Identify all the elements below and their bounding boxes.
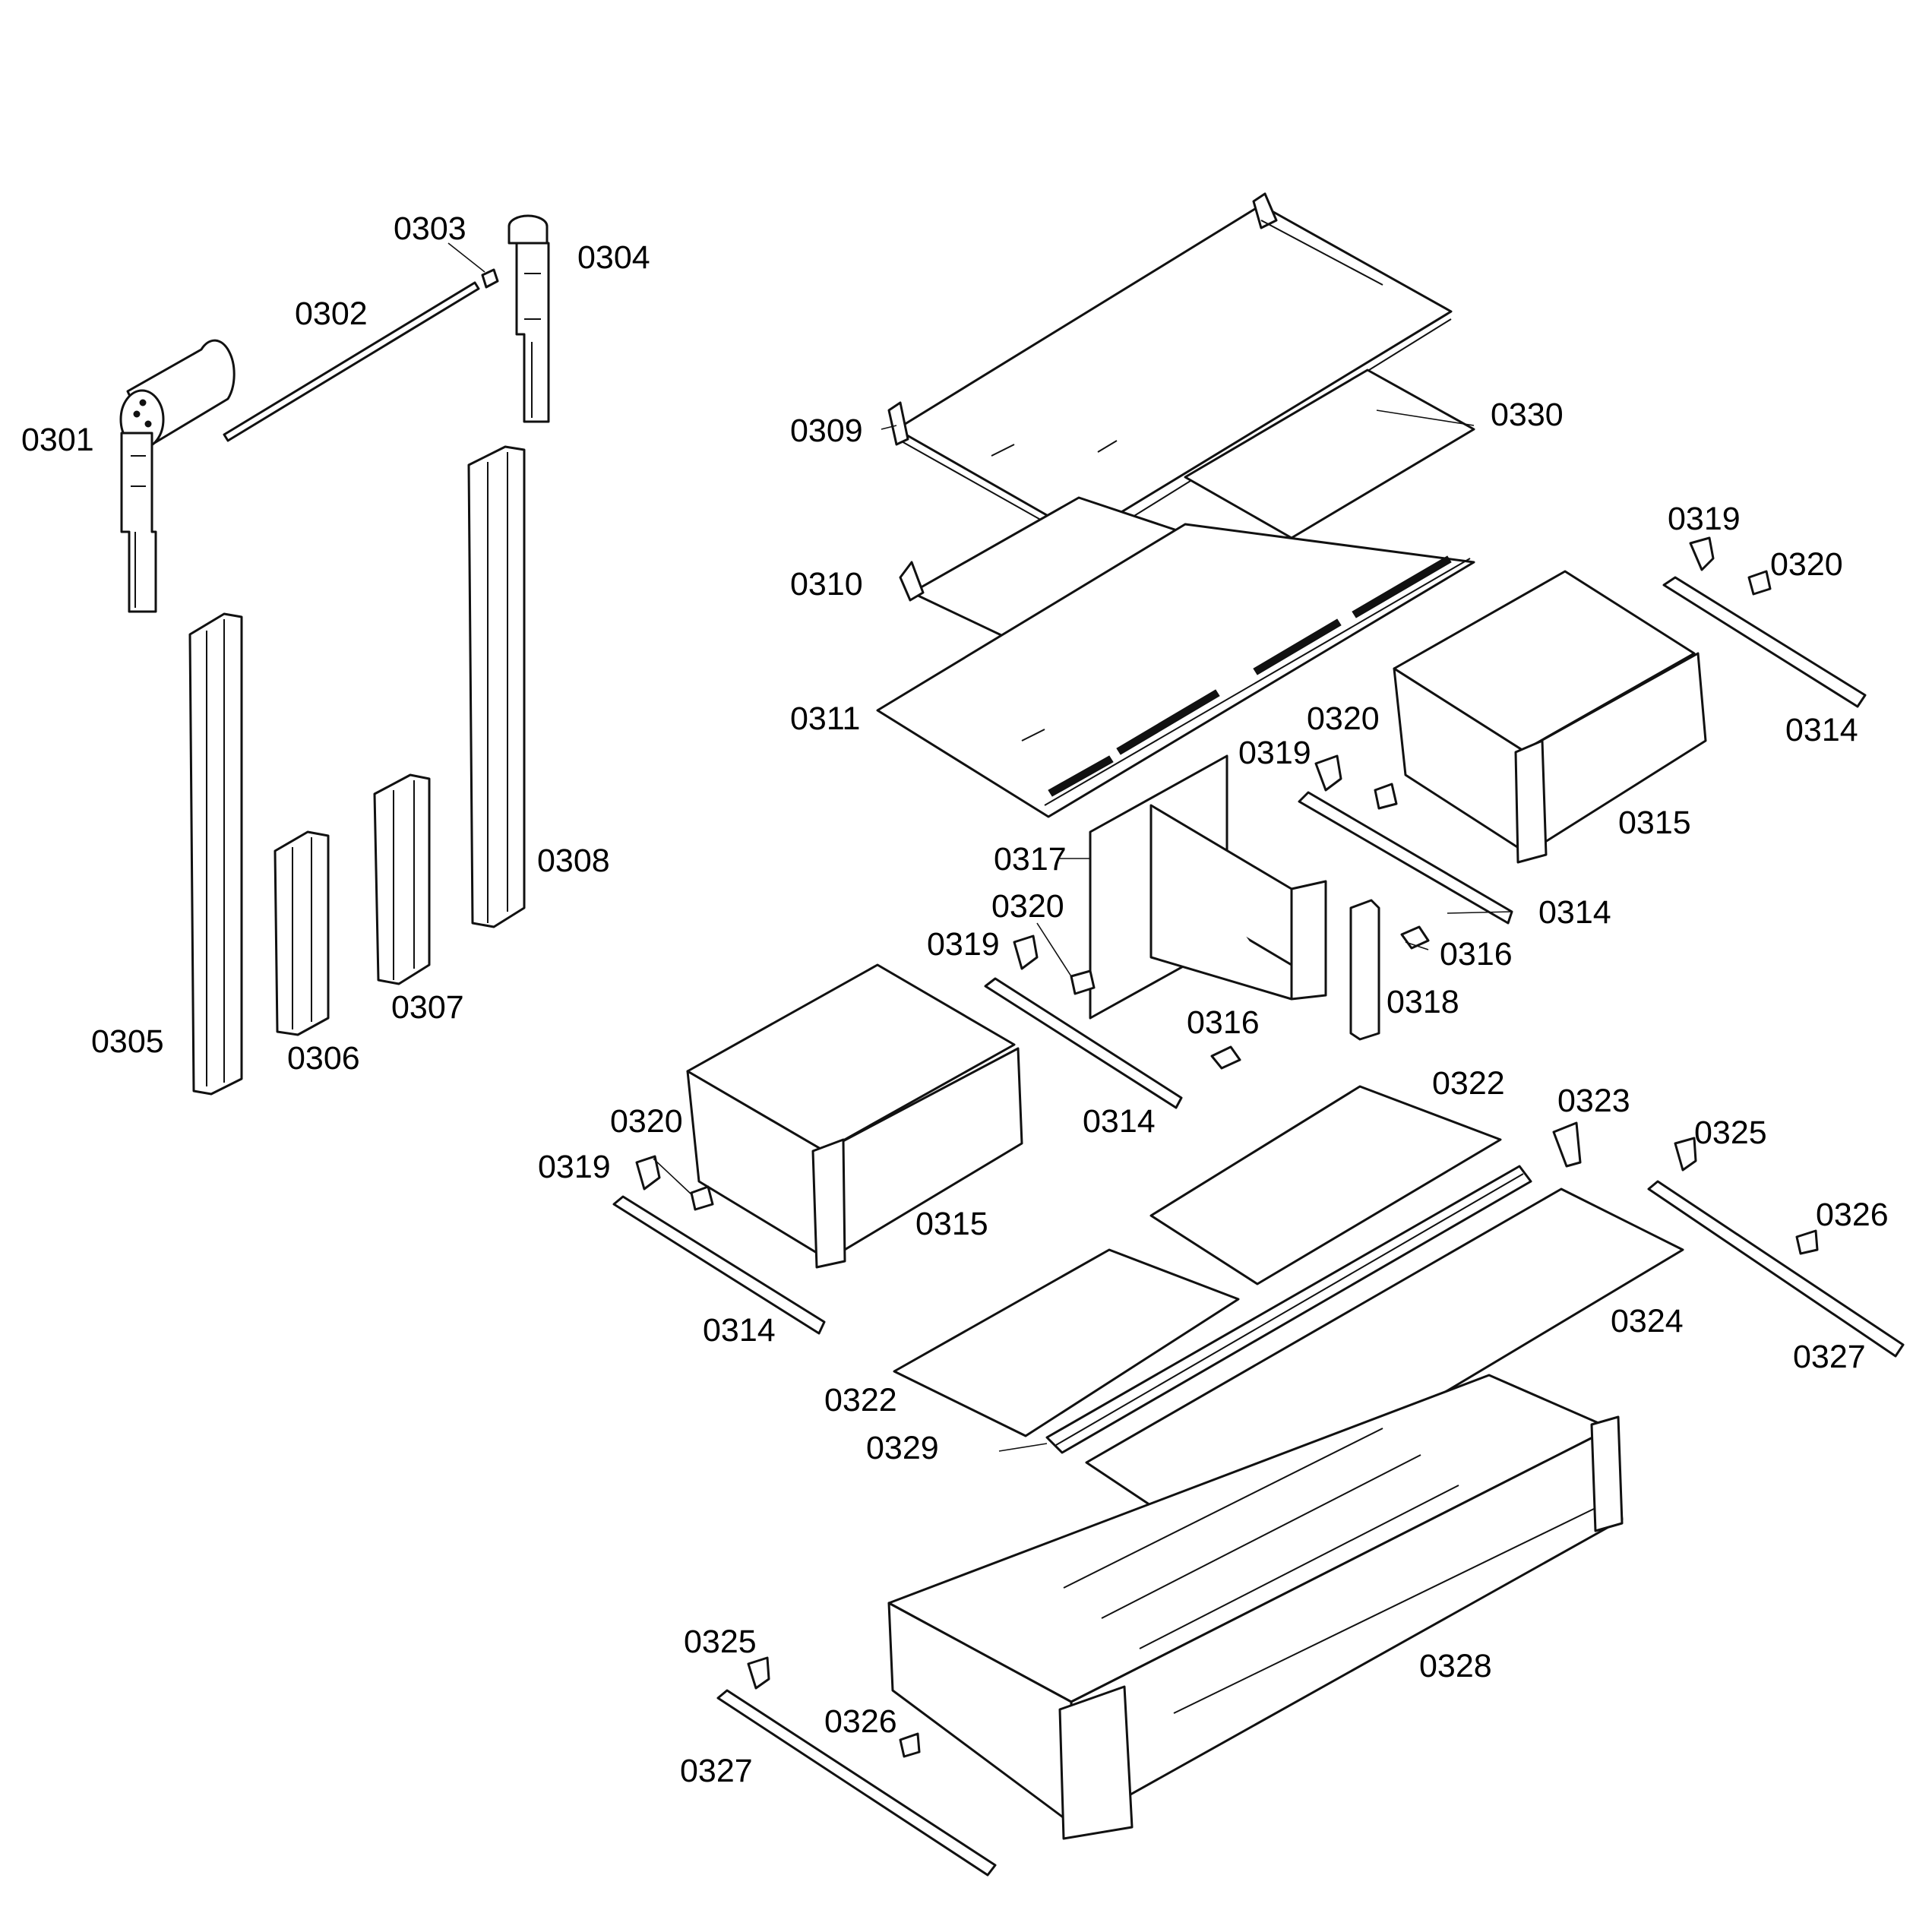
callout-0319: 0319 — [1238, 735, 1311, 771]
callout-0329: 0329 — [866, 1430, 939, 1466]
callout-0322: 0322 — [824, 1382, 897, 1418]
rod — [223, 281, 480, 442]
callout-0322: 0322 — [1432, 1065, 1505, 1102]
callout-0323: 0323 — [1557, 1083, 1630, 1119]
callout-0308: 0308 — [537, 843, 610, 879]
callout-0301: 0301 — [21, 422, 94, 458]
freezer-drawer — [887, 1374, 1624, 1840]
long-divider-rail — [1045, 1165, 1532, 1454]
callout-0314: 0314 — [1785, 712, 1858, 748]
center-divider-panel — [1089, 754, 1327, 1020]
callout-0306: 0306 — [287, 1040, 360, 1077]
cover-plate — [893, 1085, 1502, 1437]
callout-0320: 0320 — [610, 1103, 683, 1140]
long-channel-rail-right — [467, 445, 526, 928]
callout-0320: 0320 — [991, 888, 1064, 925]
callout-0319: 0319 — [538, 1149, 611, 1185]
callout-0316: 0316 — [1187, 1004, 1260, 1041]
vented-shelf — [876, 523, 1475, 818]
callout-0311: 0311 — [790, 700, 861, 737]
motor-assembly — [119, 339, 236, 613]
small-clip — [1210, 925, 1430, 1070]
callout-0330: 0330 — [1491, 397, 1564, 433]
callout-0318: 0318 — [1387, 984, 1459, 1020]
callout-0320: 0320 — [1307, 700, 1380, 737]
callout-0328: 0328 — [1419, 1648, 1492, 1684]
callout-0310: 0310 — [790, 566, 863, 602]
glass-panel-right — [1184, 368, 1475, 539]
callout-0303: 0303 — [394, 210, 466, 247]
bracket — [1552, 1121, 1582, 1168]
callout-0324: 0324 — [1611, 1303, 1684, 1339]
slide-rail — [612, 576, 1867, 1335]
callout-0326: 0326 — [824, 1703, 897, 1740]
callout-0325: 0325 — [684, 1624, 757, 1660]
callout-0316: 0316 — [1440, 936, 1513, 972]
callout-0302: 0302 — [295, 296, 368, 332]
callout-0315: 0315 — [915, 1206, 988, 1242]
callout-0314: 0314 — [1538, 894, 1611, 931]
knob-bracket-assembly — [508, 214, 550, 423]
callout-0315: 0315 — [1618, 805, 1691, 841]
callout-0327: 0327 — [1793, 1339, 1866, 1375]
callout-0327: 0327 — [680, 1753, 753, 1789]
callout-0304: 0304 — [577, 239, 650, 276]
callout-0307: 0307 — [391, 989, 464, 1026]
long-channel-rail-left — [188, 612, 243, 1096]
callout-0314: 0314 — [703, 1312, 776, 1349]
callout-0319: 0319 — [1668, 501, 1741, 537]
callout-0320: 0320 — [1770, 546, 1843, 583]
callout-0309: 0309 — [790, 413, 863, 449]
drawer-slide-rail — [716, 1180, 1905, 1877]
short-channel-rail-middle — [373, 773, 431, 985]
callout-0305: 0305 — [91, 1023, 164, 1060]
callout-0326: 0326 — [1816, 1197, 1889, 1233]
leader-lines — [447, 242, 1513, 1452]
drawer-clip — [747, 1137, 1819, 1758]
callout-0325: 0325 — [1694, 1115, 1767, 1151]
crisper-drawer-left — [686, 963, 1023, 1269]
callout-0317: 0317 — [994, 841, 1067, 878]
crisper-drawer-right — [1393, 570, 1707, 864]
callout-0314: 0314 — [1083, 1103, 1156, 1140]
rail-clip — [635, 536, 1772, 1211]
end-cap — [1349, 899, 1380, 1041]
callout-0319: 0319 — [927, 926, 1000, 963]
short-channel-rail — [274, 830, 330, 1036]
pin — [481, 268, 499, 289]
